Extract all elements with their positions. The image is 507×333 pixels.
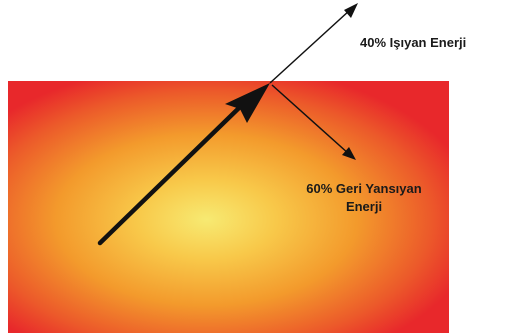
radiated-energy-label: 40% Işıyan Enerji [360,35,466,50]
incoming-energy-arrow [97,83,270,246]
reflected-energy-label-line2: Enerji [346,199,382,214]
heated-surface [8,81,449,333]
radiated-energy-arrow [269,3,358,84]
reflected-energy-label-line1: 60% Geri Yansıyan [306,181,421,196]
reflected-energy-arrow [271,84,356,160]
